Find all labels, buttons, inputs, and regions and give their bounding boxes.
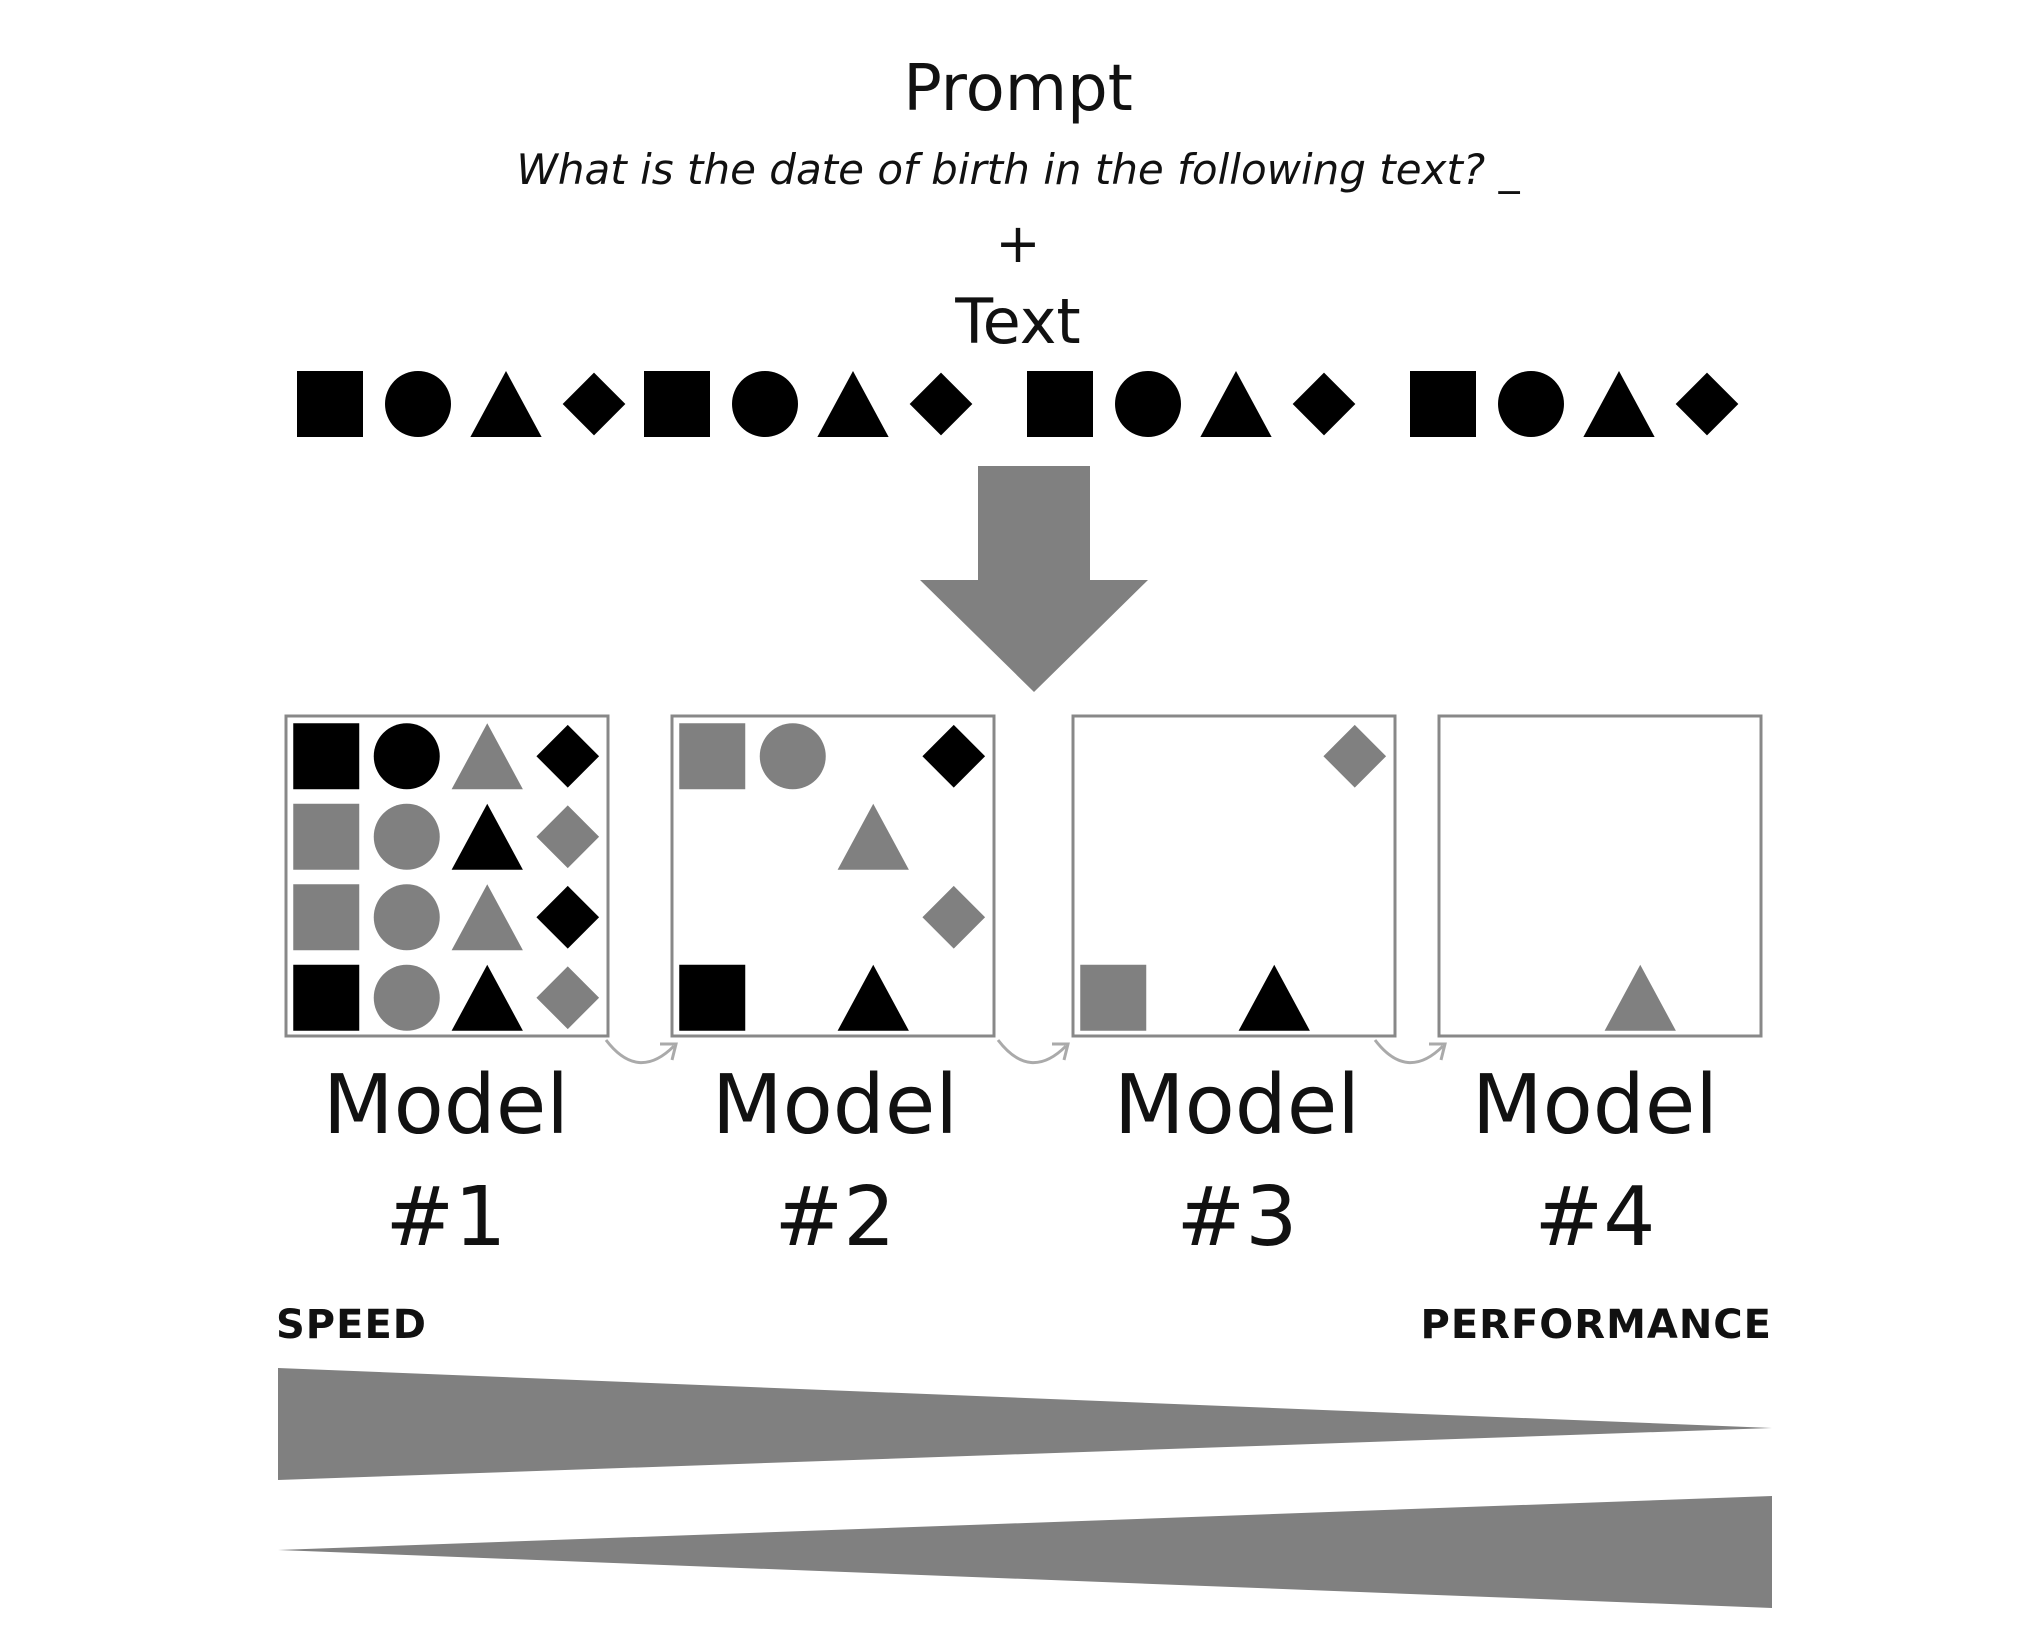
transition-arrow-head-2 [1052, 1042, 1070, 1061]
model-1-black-triangle [451, 964, 523, 1031]
model-4-box [1437, 714, 1763, 1038]
model-1-gray-triangle [451, 723, 523, 790]
model-1-gray-circle [373, 964, 440, 1031]
model-2-black-triangle [837, 964, 909, 1031]
model-2-black-diamond [922, 724, 986, 788]
text-title: Text [955, 285, 1081, 358]
model-1-black-square [293, 964, 360, 1031]
model-2-gray-square [679, 723, 746, 790]
model-2-black-square [679, 964, 746, 1031]
transition-arrow-head-3 [1429, 1042, 1447, 1061]
text-token-circle [1115, 371, 1181, 437]
transition-arrow-head-1 [660, 1042, 678, 1061]
model-1-gray-circle [373, 803, 440, 870]
model-1-gray-square [293, 803, 360, 870]
text-token-square [1410, 371, 1476, 437]
prompt-question: What is the date of birth in the followi… [516, 145, 1520, 194]
text-token-triangle [1583, 371, 1655, 437]
model-1-gray-triangle [451, 884, 523, 951]
model-1-label: Model #1 [281, 1050, 611, 1274]
text-token-triangle [470, 371, 542, 437]
model-1-gray-diamond [536, 805, 600, 869]
text-token-sequence [297, 371, 1739, 437]
model-1-gray-circle [373, 884, 440, 951]
speed-wedge [278, 1368, 1772, 1480]
model-3-number: #3 [1176, 1170, 1298, 1265]
transition-arrow-1 [604, 1039, 676, 1064]
performance-label: PERFORMANCE [1420, 1302, 1772, 1348]
text-token-diamond [909, 372, 973, 436]
model-1-black-diamond [536, 724, 600, 788]
model-1-number: #1 [385, 1170, 507, 1265]
model-2-gray-triangle [837, 803, 909, 870]
model-boxes [284, 714, 1763, 1038]
text-token-circle [732, 371, 798, 437]
model-4-number: #4 [1534, 1170, 1656, 1265]
model-2-gray-circle [759, 723, 826, 790]
transition-arrows [604, 1039, 1447, 1064]
model-2-name: Model [711, 1058, 959, 1153]
prompt-title: Prompt [903, 52, 1133, 126]
model-4-name: Model [1471, 1058, 1719, 1153]
model-1-name: Model [322, 1058, 570, 1153]
model-1-black-circle [373, 723, 440, 790]
transition-arrow-3 [1373, 1039, 1445, 1064]
text-token-square [297, 371, 363, 437]
text-token-diamond [1675, 372, 1739, 436]
model-1-gray-square [293, 884, 360, 951]
model-3-label: Model #3 [1072, 1050, 1402, 1274]
model-2-label: Model #2 [670, 1050, 1000, 1274]
model-3-name: Model [1113, 1058, 1361, 1153]
model-3-gray-diamond [1323, 724, 1387, 788]
text-token-triangle [1200, 371, 1272, 437]
speed-label: SPEED [276, 1302, 427, 1348]
transition-arrow-2 [996, 1039, 1068, 1064]
down-arrow [920, 466, 1148, 692]
model-2-number: #2 [774, 1170, 896, 1265]
model-1-black-square [293, 723, 360, 790]
plus-sign: + [995, 212, 1041, 275]
text-token-triangle [817, 371, 889, 437]
model-1-black-triangle [451, 803, 523, 870]
model-2-gray-diamond [922, 885, 986, 949]
text-token-diamond [562, 372, 626, 436]
model-4-gray-triangle [1604, 964, 1676, 1031]
text-token-square [1027, 371, 1093, 437]
model-1-gray-diamond [536, 966, 600, 1030]
model-4-label: Model #4 [1430, 1050, 1760, 1274]
text-token-circle [1498, 371, 1564, 437]
text-token-diamond [1292, 372, 1356, 436]
performance-wedge [278, 1496, 1772, 1608]
text-token-circle [385, 371, 451, 437]
model-1-black-diamond [536, 885, 600, 949]
text-token-square [644, 371, 710, 437]
model-3-gray-square [1080, 964, 1147, 1031]
model-3-black-triangle [1238, 964, 1310, 1031]
